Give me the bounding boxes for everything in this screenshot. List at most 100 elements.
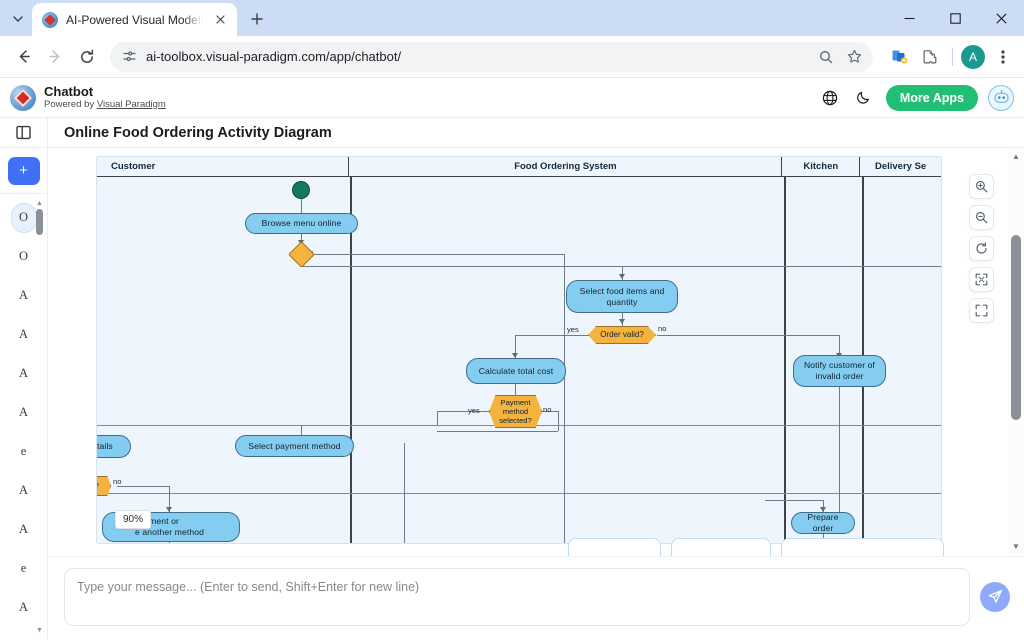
window-close-icon[interactable] xyxy=(978,0,1024,36)
connector xyxy=(558,411,559,431)
sidebar-scrollbar[interactable]: ▲ ▼ xyxy=(35,200,44,634)
node-initial[interactable] xyxy=(292,181,310,199)
fit-screen-icon[interactable] xyxy=(969,267,994,292)
sidebar-chat-item[interactable]: A xyxy=(0,276,47,315)
more-apps-button[interactable]: More Apps xyxy=(885,84,978,111)
panel-toggle-icon[interactable] xyxy=(0,117,48,148)
sidebar-chat-item[interactable]: A xyxy=(0,510,47,549)
sidebar-chat-item[interactable]: A xyxy=(0,393,47,432)
sidebar-chat-list: O O A A A A e A A e A ▲ ▼ xyxy=(0,194,47,640)
chat-initial: A xyxy=(18,366,29,380)
bookmark-star-icon[interactable] xyxy=(841,44,867,70)
globe-icon[interactable] xyxy=(818,86,842,110)
connector xyxy=(404,443,405,543)
suggestion-chip[interactable] xyxy=(671,538,771,556)
new-tab-button[interactable] xyxy=(243,5,271,33)
suggestion-chip[interactable] xyxy=(781,538,944,556)
browser-tab-strip: AI-Powered Visual Modeling Ch xyxy=(0,0,1024,36)
back-arrow-icon[interactable] xyxy=(8,42,38,72)
new-chat-button[interactable]: + xyxy=(7,156,40,185)
scroll-up-arrow-icon[interactable]: ▲ xyxy=(36,200,43,207)
moon-icon[interactable] xyxy=(852,86,876,110)
sidebar-scroll-thumb[interactable] xyxy=(36,209,43,235)
forward-arrow-icon[interactable] xyxy=(40,42,70,72)
sidebar-scroll-track[interactable] xyxy=(36,209,43,625)
workspace-titlebar: Online Food Ordering Activity Diagram xyxy=(0,117,1024,148)
connector xyxy=(311,254,564,255)
edge-label-payment-yes: yes xyxy=(468,406,480,415)
fullscreen-icon[interactable] xyxy=(969,298,994,323)
browser-menu-icon[interactable] xyxy=(990,44,1016,70)
extensions-puzzle-icon[interactable] xyxy=(916,43,944,71)
zoom-in-icon[interactable] xyxy=(969,174,994,199)
chat-initial: e xyxy=(20,561,27,575)
sidebar-chat-item[interactable]: e xyxy=(0,432,47,471)
canvas-scroll-region[interactable]: Customer Food Ordering System Kitchen De… xyxy=(48,148,1008,556)
visual-paradigm-link[interactable]: Visual Paradigm xyxy=(96,98,166,110)
sidebar-chat-item[interactable]: A xyxy=(0,354,47,393)
toolbar-divider xyxy=(952,47,953,66)
connector-arrow-icon xyxy=(511,353,518,358)
node-decision-partial[interactable]: l? xyxy=(97,476,111,496)
page-title: Online Food Ordering Activity Diagram xyxy=(64,124,332,141)
tab-search-chevron-icon[interactable] xyxy=(4,5,32,33)
node-prepare-order[interactable]: Prepare order xyxy=(791,512,855,534)
tab-close-icon[interactable] xyxy=(211,11,229,29)
sidebar-chat-item[interactable]: A xyxy=(0,471,47,510)
swimlane-header-row: Customer Food Ordering System Kitchen De… xyxy=(97,157,941,177)
node-order-valid-decision[interactable]: Order valid? xyxy=(588,326,656,344)
brand[interactable]: Chatbot Powered by Visual Paradigm xyxy=(10,84,166,111)
node-details-partial[interactable]: details xyxy=(97,435,131,458)
canvas-scroll-thumb[interactable] xyxy=(1011,235,1021,420)
window-maximize-icon[interactable] xyxy=(932,0,978,36)
chatbot-avatar-icon[interactable] xyxy=(988,84,1014,111)
profile-avatar[interactable]: A xyxy=(961,44,985,69)
site-settings-icon[interactable] xyxy=(120,48,138,66)
chat-initial: O xyxy=(10,202,37,233)
swimlane-divider xyxy=(350,177,352,543)
canvas-scroll-up-icon[interactable]: ▲ xyxy=(1012,152,1020,161)
connector xyxy=(437,411,438,425)
node-select-payment-method[interactable]: Select payment method xyxy=(235,435,354,457)
app-header-actions: More Apps xyxy=(818,84,1014,111)
send-message-button[interactable] xyxy=(980,581,1010,612)
canvas-scrollbar[interactable]: ▲ ▼ xyxy=(1008,148,1024,556)
reset-zoom-icon[interactable] xyxy=(969,236,994,261)
app-header: Chatbot Powered by Visual Paradigm More … xyxy=(0,78,1024,118)
sidebar-chat-item[interactable]: A xyxy=(0,315,47,354)
swimlane-header-kitchen: Kitchen xyxy=(782,157,861,176)
reload-icon[interactable] xyxy=(72,42,102,72)
swimlane-header-delivery-service: Delivery Se xyxy=(874,161,927,172)
sidebar-chat-item[interactable]: A xyxy=(0,588,47,627)
canvas-column: Customer Food Ordering System Kitchen De… xyxy=(48,148,1024,640)
sidebar-chat-item[interactable]: e xyxy=(0,549,47,588)
node-calculate-total-cost[interactable]: Calculate total cost xyxy=(466,358,566,384)
node-notify-invalid-order[interactable]: Notify customer of invalid order xyxy=(793,355,886,387)
zoom-search-icon[interactable] xyxy=(813,44,839,70)
node-select-food-items[interactable]: Select food items and quantity xyxy=(566,280,678,313)
chat-initial: O xyxy=(18,249,29,263)
node-browse-menu-online[interactable]: Browse menu online xyxy=(245,213,358,234)
edge-label-partial-no: no xyxy=(113,477,122,486)
swimlane-header-customer: Customer xyxy=(97,157,350,176)
sidebar-chat-item[interactable]: O xyxy=(0,237,47,276)
suggestion-chip[interactable] xyxy=(568,538,661,556)
scroll-down-arrow-icon[interactable]: ▼ xyxy=(36,627,43,634)
activity-diagram[interactable]: Customer Food Ordering System Kitchen De… xyxy=(96,156,942,544)
canvas-scroll-track[interactable] xyxy=(1011,163,1021,541)
extension-badge-icon[interactable] xyxy=(885,43,913,71)
node-merge[interactable] xyxy=(287,240,315,268)
connector xyxy=(839,387,840,517)
message-input[interactable] xyxy=(64,567,970,626)
zoom-out-icon[interactable] xyxy=(969,205,994,230)
browser-tab[interactable]: AI-Powered Visual Modeling Ch xyxy=(32,3,237,36)
window-minimize-icon[interactable] xyxy=(886,0,932,36)
zoom-level-badge: 90% xyxy=(115,510,152,529)
canvas-scroll-down-icon[interactable]: ▼ xyxy=(1012,542,1020,551)
chat-initial: A xyxy=(18,327,29,341)
message-composer xyxy=(48,556,1024,640)
address-bar[interactable]: ai-toolbox.visual-paradigm.com/app/chatb… xyxy=(110,41,873,72)
